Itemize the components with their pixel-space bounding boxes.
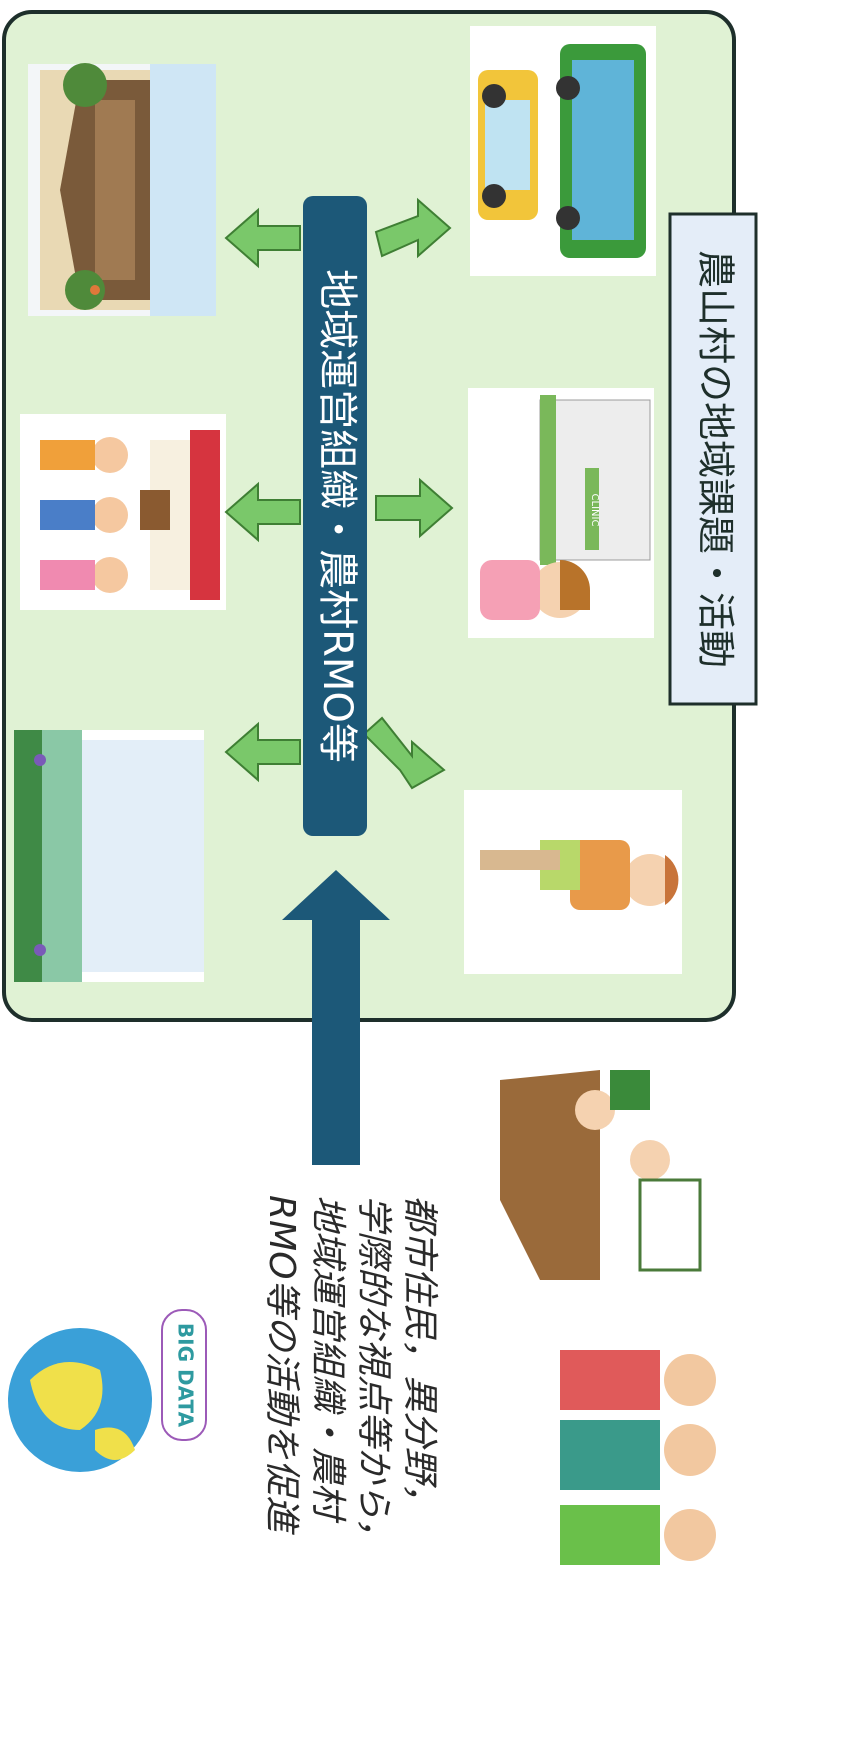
promotion-arrow — [282, 870, 390, 1165]
promotion-line-2: 学際的な視点等から， — [353, 1195, 394, 1554]
festival-stall-icon — [20, 414, 226, 610]
bus-taxi-icon — [470, 26, 656, 276]
arrow-left-middle — [224, 481, 301, 543]
clinic-nurse-icon: CLINIC — [468, 388, 654, 638]
tourists-icon — [540, 1340, 740, 1640]
meeting-people-icon — [490, 1062, 730, 1292]
arrow-left-bottom — [224, 721, 301, 783]
shopping-woman-icon — [464, 790, 682, 974]
issues-label: 農山村の地域課題・活動 — [694, 250, 738, 668]
arrow-right-middle — [375, 477, 454, 539]
arrow-left-top — [224, 207, 301, 269]
promotion-line-4: RMO等の活動を促進 — [261, 1195, 302, 1535]
clinic-sign: CLINIC — [589, 494, 600, 527]
big-data-label: BIG DATA — [174, 1323, 198, 1428]
farmhouse-icon — [28, 63, 216, 316]
globe-icon: BIG DATA — [8, 1309, 207, 1472]
arrow-right-bottom — [362, 716, 446, 790]
promotion-line-3: 地域運営組織・農村 — [307, 1195, 348, 1524]
rmo-label: 地域運営組織・農村RMO等 — [314, 269, 360, 763]
issues-box — [668, 212, 758, 706]
rmo-bar — [303, 196, 367, 836]
rice-field-landscape-icon — [14, 730, 204, 982]
arrow-right-top — [374, 197, 452, 259]
promotion-line-1: 都市住民，異分野， — [399, 1195, 440, 1519]
